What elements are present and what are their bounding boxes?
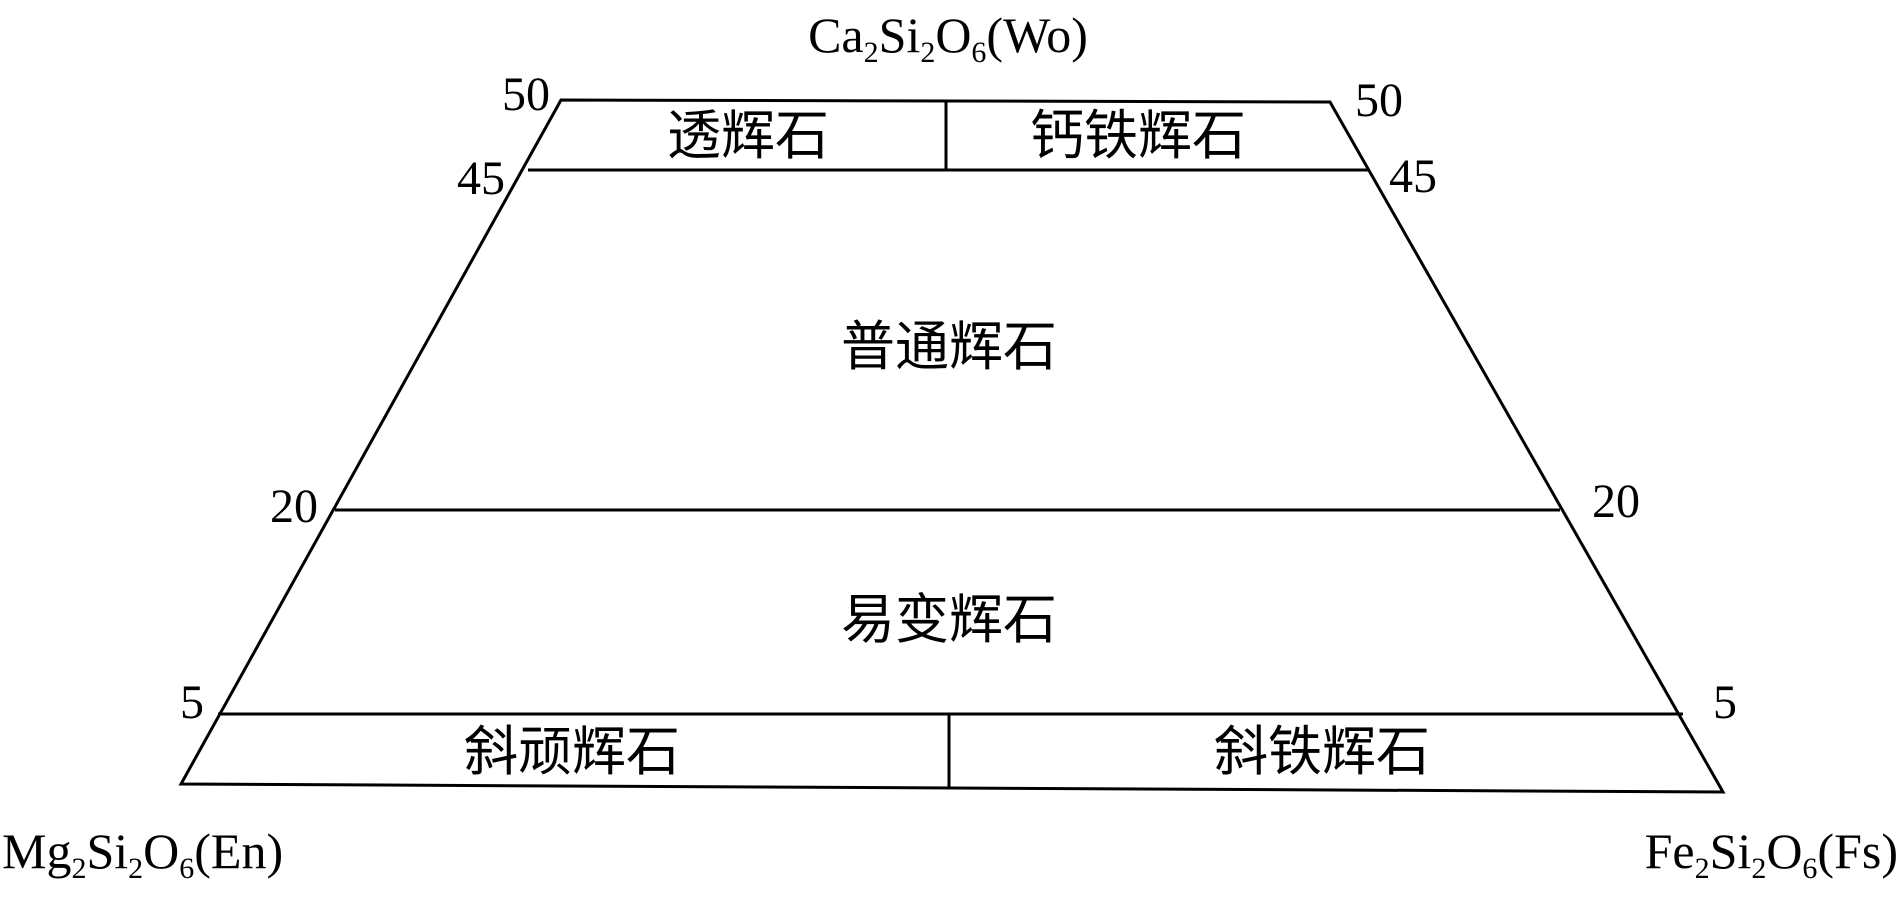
formula-subscript: 6 bbox=[179, 852, 194, 885]
right-tick-20: 20 bbox=[1592, 475, 1640, 528]
formula-subscript: 2 bbox=[920, 36, 935, 69]
left-tick-45: 45 bbox=[457, 152, 505, 205]
region-augite-label: 普通辉石 bbox=[841, 317, 1057, 377]
formula-subscript: 2 bbox=[71, 852, 86, 885]
right-tick-50: 50 bbox=[1355, 74, 1403, 127]
formula-text: Ca bbox=[808, 7, 864, 63]
right-tick-5: 5 bbox=[1713, 676, 1737, 729]
left-tick-20: 20 bbox=[270, 480, 318, 533]
region-diopside-label: 透辉石 bbox=[667, 106, 829, 166]
formula-subscript: 6 bbox=[1802, 852, 1817, 885]
formula-subscript: 2 bbox=[1695, 852, 1710, 885]
formula-text: (Wo) bbox=[986, 7, 1088, 63]
formula-subscript: 2 bbox=[1751, 852, 1766, 885]
formula-text: Si bbox=[1710, 823, 1752, 879]
left-tick-50: 50 bbox=[502, 68, 550, 121]
formula-text: (Fs) bbox=[1817, 823, 1898, 879]
formula-text: O bbox=[143, 823, 179, 879]
formula-subscript: 6 bbox=[971, 36, 986, 69]
formula-text: O bbox=[935, 7, 971, 63]
formula-text: Mg bbox=[2, 823, 71, 879]
right-tick-45: 45 bbox=[1389, 150, 1437, 203]
region-clinoenstatite-label: 斜顽辉石 bbox=[464, 722, 680, 782]
vertex-fs-label: Fe2Si2O6(Fs) bbox=[1645, 823, 1898, 885]
formula-text: Fe bbox=[1645, 823, 1695, 879]
formula-subscript: 2 bbox=[864, 36, 879, 69]
formula-text: Si bbox=[86, 823, 128, 879]
formula-text: Si bbox=[879, 7, 921, 63]
formula-subscript: 2 bbox=[128, 852, 143, 885]
formula-text: O bbox=[1766, 823, 1802, 879]
vertex-wo-label: Ca2Si2O6(Wo) bbox=[808, 7, 1088, 69]
region-pigeonite-label: 易变辉石 bbox=[841, 590, 1057, 650]
vertex-en-label: Mg2Si2O6(En) bbox=[2, 823, 283, 885]
region-hedenbergite-label: 钙铁辉石 bbox=[1030, 106, 1246, 166]
left-tick-5: 5 bbox=[180, 676, 204, 729]
formula-text: (En) bbox=[194, 823, 283, 879]
region-clinoferrosilite-label: 斜铁辉石 bbox=[1214, 722, 1430, 782]
quadrilateral-outline bbox=[178, 98, 1726, 794]
